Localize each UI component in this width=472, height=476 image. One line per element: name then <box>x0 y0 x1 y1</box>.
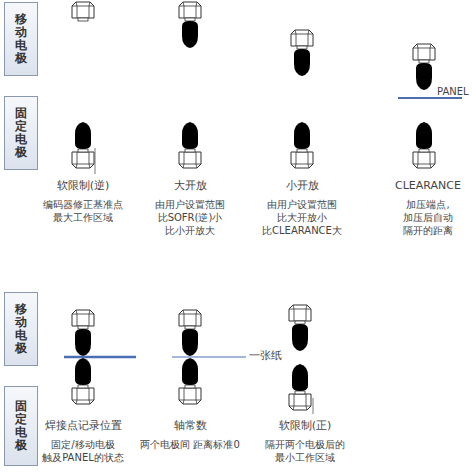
state-title: 软限制(逆) <box>33 179 133 193</box>
state-title: 轴常数 <box>140 419 240 433</box>
electrode-label-box: 移动电极 <box>4 2 38 76</box>
vertical-label: 移动电极 <box>15 13 27 66</box>
state-note: 加压端点, 加压后自动 隔开的距离 <box>388 198 468 237</box>
state-note: 固定/移动电极 触及PANEL的状态 <box>33 438 133 464</box>
state-note: 隔开两个电极后的 最小工作区域 <box>255 438 355 464</box>
vertical-label: 固定电极 <box>15 107 27 160</box>
electrode-label-box: 固定电极 <box>4 96 38 170</box>
panel-label: PANEL <box>437 85 469 98</box>
state-title: 焊接点记录位置 <box>33 419 133 433</box>
paper-label: 一张纸 <box>249 349 282 363</box>
state-note: 由用户设置范围 比大开放小 比CLEARANCE大 <box>252 198 352 237</box>
state-title: 软限制(正) <box>255 419 355 433</box>
state-note: 两个电极间 距离标准0 <box>140 438 240 451</box>
vertical-label: 移动电极 <box>15 303 27 356</box>
electrode-label-box: 固定电极 <box>4 386 38 466</box>
vertical-label: 固定电极 <box>15 400 27 453</box>
state-title: CLEARANCE <box>386 179 470 193</box>
state-title: 小开放 <box>252 179 352 193</box>
electrode-label-box: 移动电极 <box>4 292 38 366</box>
state-title: 大开放 <box>140 179 240 193</box>
state-note: 由用户设置范围 比SOFR(逆)小 比小开放大 <box>140 198 240 237</box>
state-note: 编码器修正基准点 最大工作区域 <box>33 198 133 224</box>
